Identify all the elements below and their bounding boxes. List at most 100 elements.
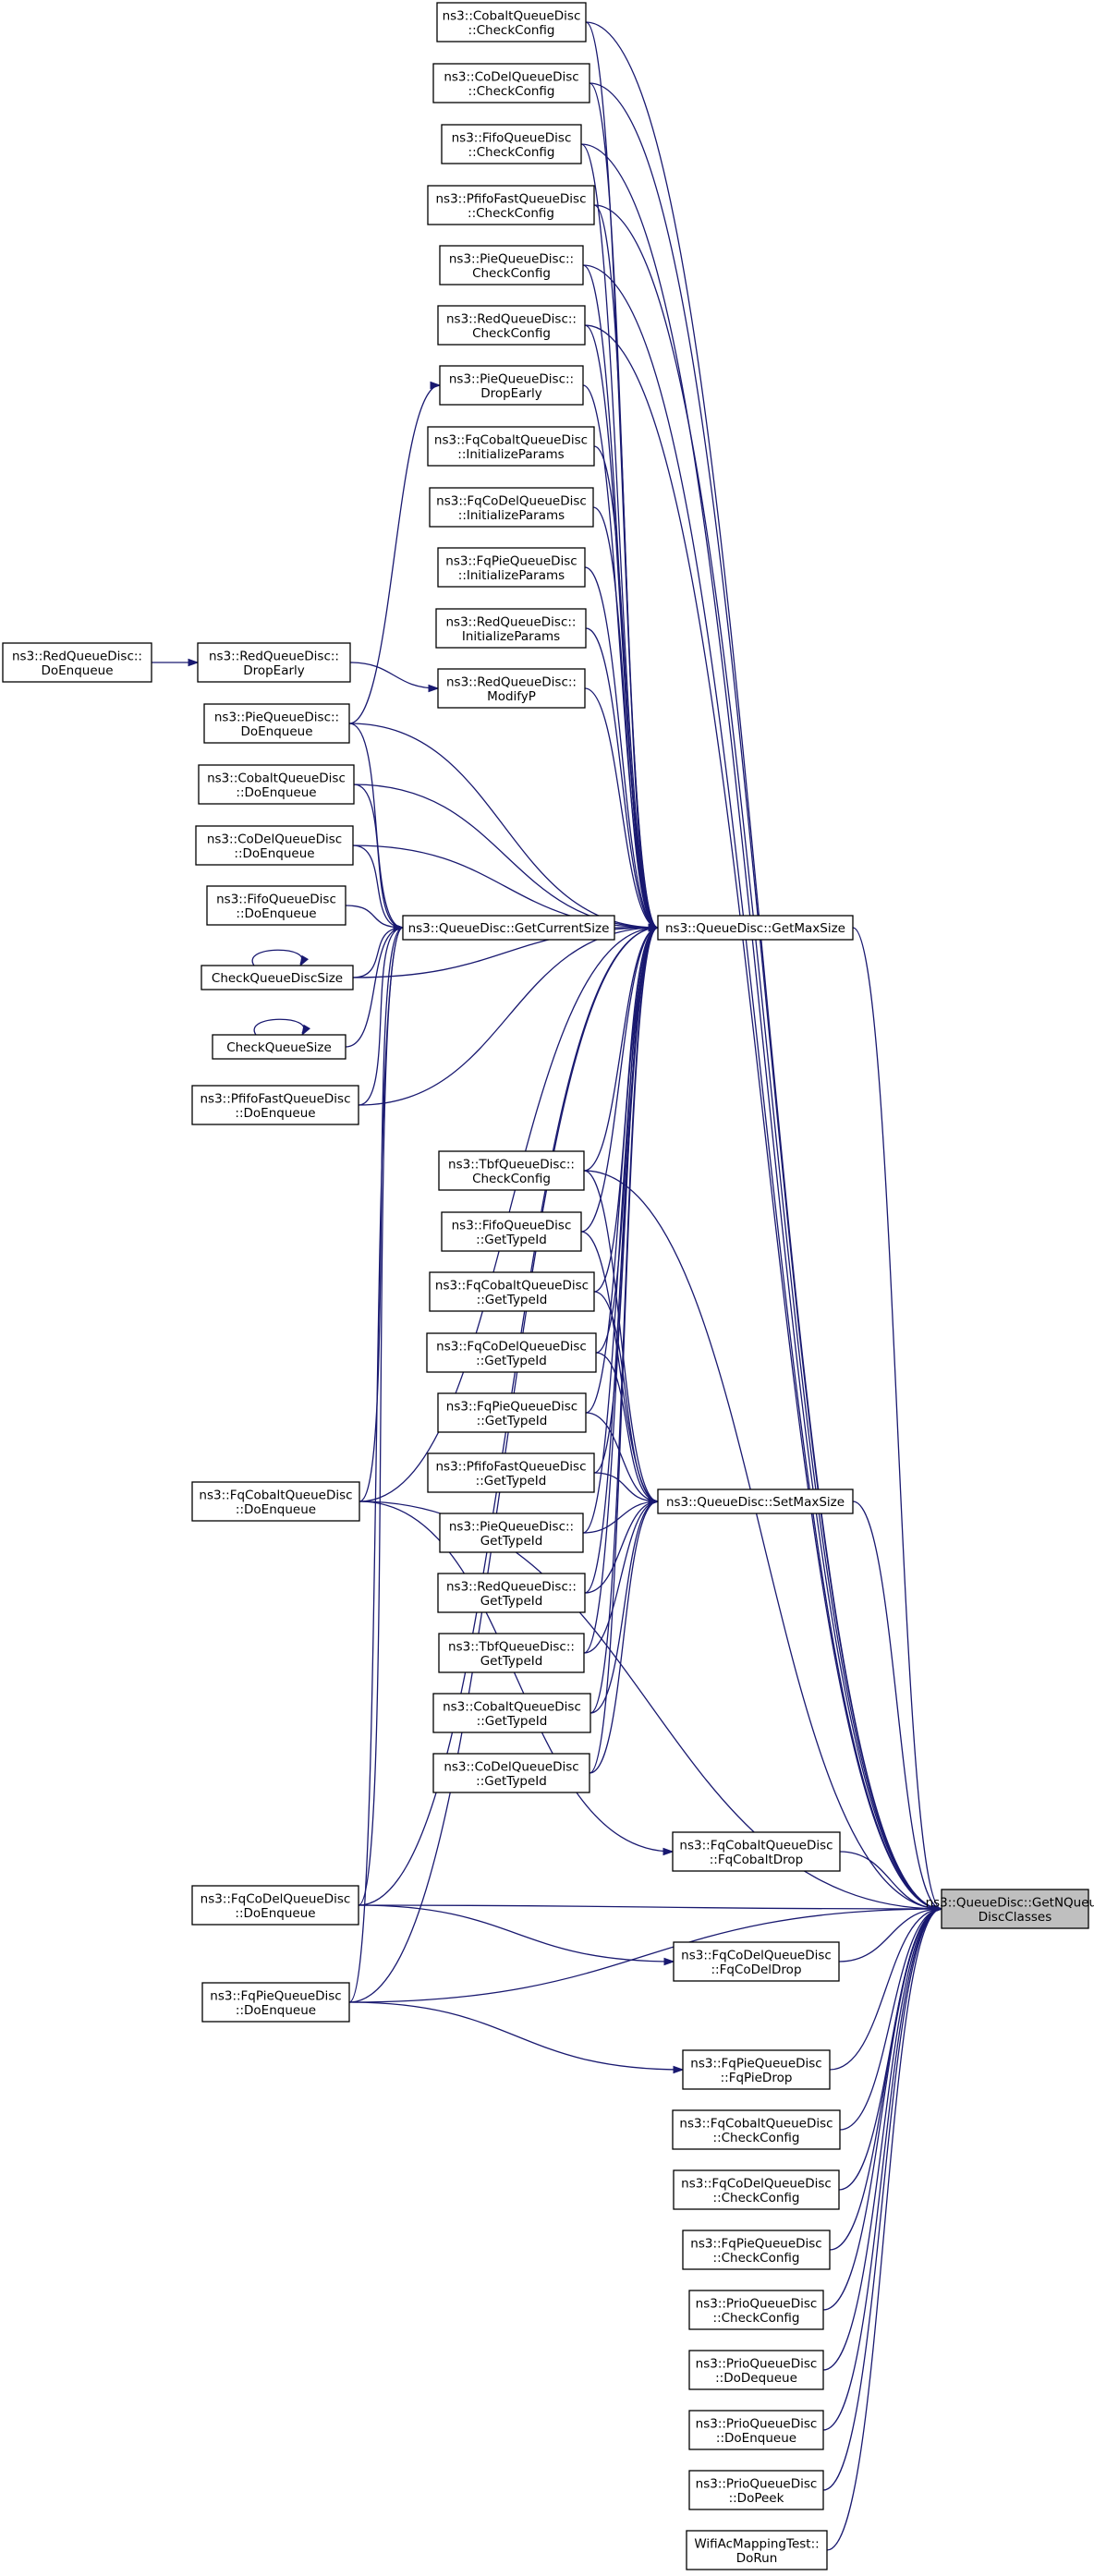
edge-prio-enq-to-getn bbox=[822, 1904, 943, 2431]
node-codel-doenq[interactable]: ns3::CoDelQueueDisc::DoEnqueue bbox=[195, 825, 354, 866]
node-label: ::CheckConfig bbox=[713, 2311, 800, 2326]
node-prio-deq[interactable]: ns3::PrioQueueDisc::DoDequeue bbox=[688, 2350, 824, 2390]
node-cobalt-doenq[interactable]: ns3::CobaltQueueDisc::DoEnqueue bbox=[198, 764, 355, 805]
node-prio-enq[interactable]: ns3::PrioQueueDisc::DoEnqueue bbox=[688, 2410, 824, 2450]
node-red-cc[interactable]: ns3::RedQueueDisc::CheckConfig bbox=[437, 305, 586, 346]
node-fqcodel-doenq[interactable]: ns3::FqCoDelQueueDisc::DoEnqueue bbox=[191, 1885, 359, 1926]
node-fqcodel-ip[interactable]: ns3::FqCoDelQueueDisc::InitializeParams bbox=[429, 487, 594, 528]
node-label: ns3::FqCoDelQueueDisc bbox=[201, 1891, 351, 1906]
node-label: ns3::CobaltQueueDisc bbox=[443, 1699, 581, 1714]
node-label: ::CheckConfig bbox=[468, 23, 555, 38]
node-red-ip[interactable]: ns3::RedQueueDisc::InitializeParams bbox=[435, 608, 587, 649]
node-wifi-dorun[interactable]: WifiAcMappingTest::DoRun bbox=[686, 2530, 828, 2570]
node-label: DropEarly bbox=[480, 386, 542, 401]
node-label: ns3::RedQueueDisc:: bbox=[12, 649, 142, 663]
node-label: ns3::FifoQueueDisc bbox=[452, 1218, 572, 1233]
node-box bbox=[657, 915, 854, 941]
node-label: ns3::QueueDisc::GetNQueue bbox=[926, 1895, 1094, 1910]
node-label: ns3::FqPieQueueDisc bbox=[690, 2056, 821, 2071]
node-box bbox=[438, 1150, 585, 1191]
node-box bbox=[657, 1488, 854, 1514]
node-pie-doenq[interactable]: ns3::PieQueueDisc::DoEnqueue bbox=[203, 703, 350, 744]
node-label: ::FqCobaltDrop bbox=[710, 1853, 803, 1867]
node-checkqdsize[interactable]: CheckQueueDiscSize bbox=[201, 965, 354, 990]
node-codel-gt[interactable]: ns3::CoDelQueueDisc::GetTypeId bbox=[432, 1753, 590, 1793]
node-label: CheckConfig bbox=[472, 1172, 551, 1186]
node-tbf-gt[interactable]: ns3::TbfQueueDisc::GetTypeId bbox=[438, 1633, 585, 1673]
edge-layer bbox=[151, 21, 943, 2551]
node-setmaxsize[interactable]: ns3::QueueDisc::SetMaxSize bbox=[657, 1488, 854, 1514]
node-fqcobalt-drop[interactable]: ns3::FqCobaltQueueDisc::FqCobaltDrop bbox=[672, 1831, 841, 1872]
node-label: ::CheckConfig bbox=[468, 145, 555, 160]
node-label: ns3::FqCoDelQueueDisc bbox=[436, 493, 587, 508]
node-codel-cc[interactable]: ns3::CoDelQueueDisc::CheckConfig bbox=[432, 63, 590, 103]
node-tbf-cc[interactable]: ns3::TbfQueueDisc::CheckConfig bbox=[438, 1150, 585, 1191]
edge-cobalt-doenq-to-getcursize bbox=[353, 784, 405, 932]
node-red-gt[interactable]: ns3::RedQueueDisc::GetTypeId bbox=[437, 1573, 586, 1613]
node-pfifo-cc[interactable]: ns3::PfifoFastQueueDisc::CheckConfig bbox=[427, 185, 595, 225]
node-label: ::CheckConfig bbox=[713, 2191, 800, 2205]
edge-fqpie-cc-to-getn bbox=[829, 1904, 943, 2251]
node-pie-gt[interactable]: ns3::PieQueueDisc::GetTypeId bbox=[439, 1513, 584, 1553]
node-box bbox=[432, 1693, 591, 1733]
edge-cobalt-doenq-to-getmaxsize bbox=[353, 784, 660, 932]
node-fqcobalt-gt[interactable]: ns3::FqCobaltQueueDisc::GetTypeId bbox=[429, 1271, 595, 1312]
node-box bbox=[195, 825, 354, 866]
node-pfifo-gt[interactable]: ns3::PfifoFastQueueDisc::GetTypeId bbox=[427, 1452, 595, 1493]
node-label: CheckQueueSize bbox=[226, 1040, 332, 1055]
node-getcursize[interactable]: ns3::QueueDisc::GetCurrentSize bbox=[402, 915, 615, 941]
node-pie-de[interactable]: ns3::PieQueueDisc::DropEarly bbox=[439, 365, 584, 406]
node-red-mp[interactable]: ns3::RedQueueDisc::ModifyP bbox=[437, 668, 586, 709]
node-fifo-cc[interactable]: ns3::FifoQueueDisc::CheckConfig bbox=[441, 124, 582, 164]
node-red-de[interactable]: ns3::RedQueueDisc::DropEarly bbox=[197, 642, 351, 683]
node-fqcobalt-ip[interactable]: ns3::FqCobaltQueueDisc::InitializeParams bbox=[427, 426, 595, 467]
node-label: ns3::CoDelQueueDisc bbox=[444, 69, 578, 84]
node-fqcodel-gt[interactable]: ns3::FqCoDelQueueDisc::GetTypeId bbox=[426, 1332, 597, 1373]
node-fqpie-ip[interactable]: ns3::FqPieQueueDisc::InitializeParams bbox=[437, 547, 586, 588]
node-prio-cc[interactable]: ns3::PrioQueueDisc::CheckConfig bbox=[688, 2290, 824, 2330]
node-checkqsize[interactable]: CheckQueueSize bbox=[212, 1034, 346, 1060]
node-label: ns3::PieQueueDisc:: bbox=[449, 251, 574, 266]
edge-fqcodel-cc-to-getn bbox=[838, 1904, 943, 2191]
node-fqpie-doenq[interactable]: ns3::FqPieQueueDisc::DoEnqueue bbox=[201, 1982, 350, 2023]
node-label: ns3::PfifoFastQueueDisc bbox=[200, 1091, 350, 1106]
node-fqcobalt-doenq[interactable]: ns3::FqCobaltQueueDisc::DoEnqueue bbox=[191, 1481, 360, 1522]
node-pfifo-doenq[interactable]: ns3::PfifoFastQueueDisc::DoEnqueue bbox=[191, 1085, 359, 1125]
node-label: ::DoDequeue bbox=[715, 2371, 797, 2386]
node-label: ::FqCoDelDrop bbox=[711, 1962, 801, 1977]
node-fifo-gt[interactable]: ns3::FifoQueueDisc::GetTypeId bbox=[441, 1211, 582, 1252]
node-fqpie-drop[interactable]: ns3::FqPieQueueDisc::FqPieDrop bbox=[682, 2049, 831, 2090]
node-label: ::GetTypeId bbox=[477, 1714, 548, 1729]
node-label: ::DoPeek bbox=[729, 2491, 784, 2506]
node-fifo-doenq[interactable]: ns3::FifoQueueDisc::DoEnqueue bbox=[206, 885, 346, 926]
node-fqcodel-cc[interactable]: ns3::FqCoDelQueueDisc::CheckConfig bbox=[673, 2169, 840, 2210]
node-prio-peek[interactable]: ns3::PrioQueueDisc::DoPeek bbox=[688, 2470, 824, 2510]
node-label: ::DoEnqueue bbox=[716, 2431, 796, 2446]
node-fqpie-cc[interactable]: ns3::FqPieQueueDisc::CheckConfig bbox=[682, 2230, 831, 2270]
node-fqcobalt-cc[interactable]: ns3::FqCobaltQueueDisc::CheckConfig bbox=[672, 2109, 841, 2150]
node-pie-cc[interactable]: ns3::PieQueueDisc::CheckConfig bbox=[439, 245, 584, 286]
edge-checkqdsize-to-checkqdsize bbox=[251, 949, 310, 967]
node-cobalt-gt[interactable]: ns3::CobaltQueueDisc::GetTypeId bbox=[432, 1693, 591, 1733]
node-box bbox=[686, 2530, 828, 2570]
node-fqpie-gt[interactable]: ns3::FqPieQueueDisc::GetTypeId bbox=[437, 1392, 587, 1433]
node-label: ns3::PrioQueueDisc bbox=[696, 2296, 818, 2311]
node-getmaxsize[interactable]: ns3::QueueDisc::GetMaxSize bbox=[657, 915, 854, 941]
node-red-doenq[interactable]: ns3::RedQueueDisc::DoEnqueue bbox=[2, 642, 152, 683]
node-box bbox=[441, 1211, 582, 1252]
node-fqcodel-drop[interactable]: ns3::FqCoDelQueueDisc::FqCoDelDrop bbox=[673, 1941, 840, 1982]
node-label: ::GetTypeId bbox=[476, 1474, 547, 1488]
node-box bbox=[673, 2169, 840, 2210]
node-label: ::GetTypeId bbox=[477, 1414, 548, 1428]
edge-fqpie-doenq-to-getn bbox=[348, 1904, 943, 2003]
node-box bbox=[688, 2410, 824, 2450]
node-label: ns3::PieQueueDisc:: bbox=[449, 371, 574, 386]
node-cobalt-cc[interactable]: ns3::CobaltQueueDisc::CheckConfig bbox=[436, 2, 587, 43]
edge-pie-de-to-getmaxsize bbox=[582, 384, 660, 932]
node-label: ::DoEnqueue bbox=[235, 1906, 315, 1921]
node-box bbox=[436, 2, 587, 43]
node-label: ns3::FqCoDelQueueDisc bbox=[681, 2176, 832, 2191]
edge-wifi-dorun-to-getn bbox=[826, 1904, 943, 2551]
